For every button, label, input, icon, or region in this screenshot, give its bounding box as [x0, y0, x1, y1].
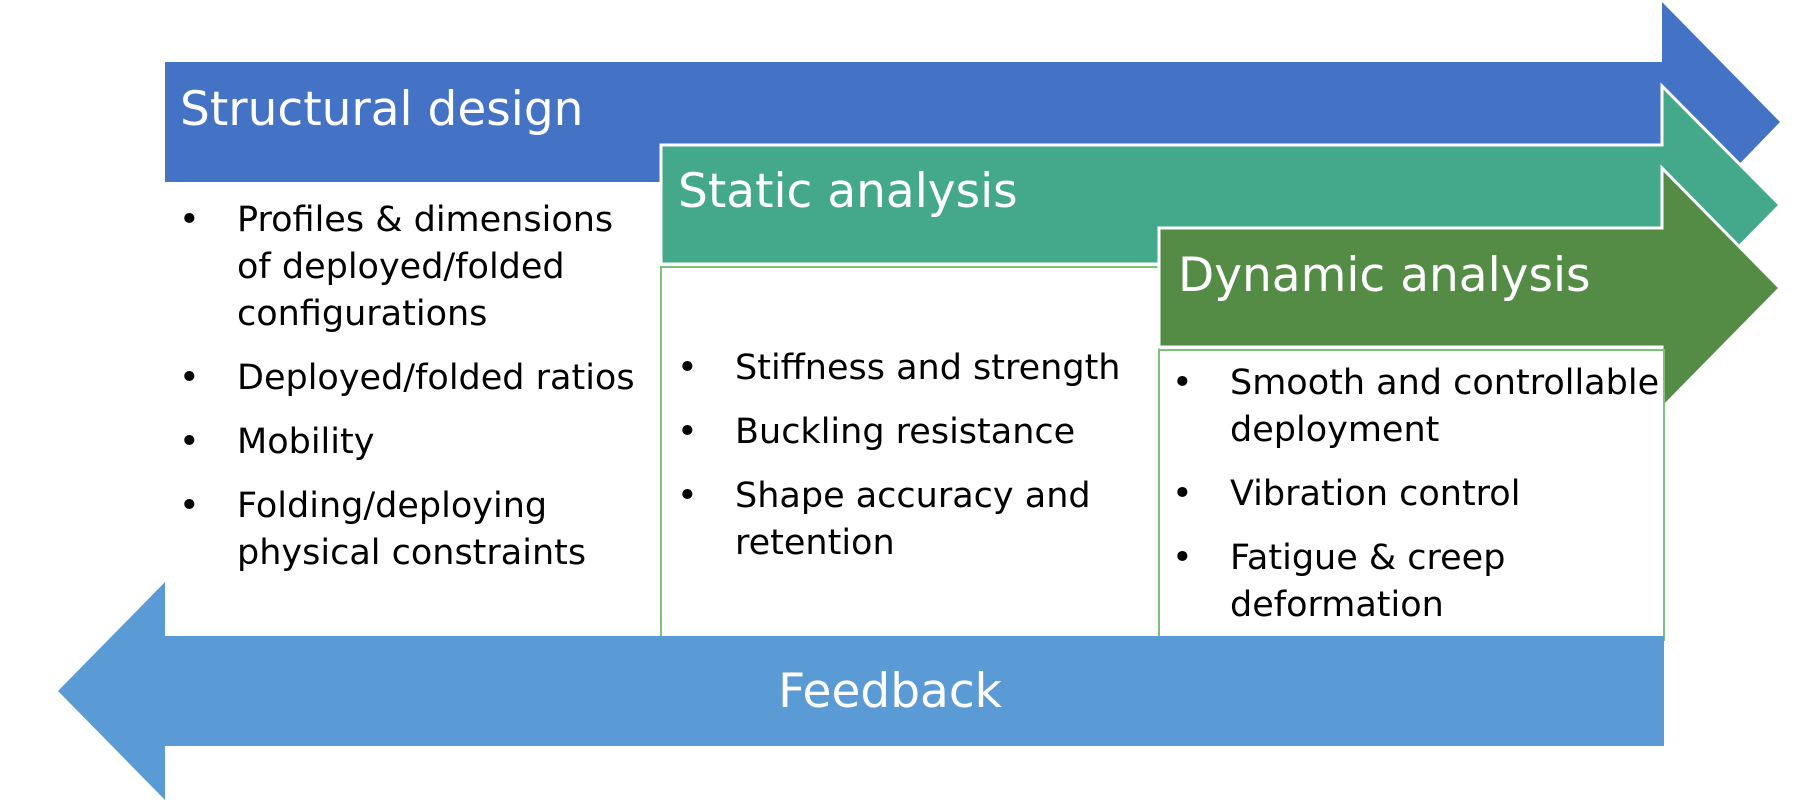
list-item: Shape accuracy and retention — [677, 473, 1147, 567]
list-item: Stiffness and strength — [677, 345, 1147, 392]
list-item: Profiles & dimensions of deployed/folded… — [179, 197, 654, 338]
list-item: Deployed/folded ratios — [179, 355, 654, 402]
list-item: Folding/deploying physical constraints — [179, 483, 654, 577]
dynamic-analysis-list: Smooth and controllable deployment Vibra… — [1172, 360, 1662, 646]
dynamic-analysis-title: Dynamic analysis — [1178, 248, 1591, 303]
list-item: Buckling resistance — [677, 409, 1147, 456]
static-analysis-title: Static analysis — [678, 164, 1018, 219]
static-analysis-list: Stiffness and strength Buckling resistan… — [677, 345, 1147, 584]
list-item: Vibration control — [1172, 471, 1662, 518]
dynamic-analysis-arrow — [1157, 164, 1783, 412]
feedback-arrow — [58, 582, 1664, 800]
structural-design-arrow — [165, 2, 1780, 244]
list-item: Smooth and controllable deployment — [1172, 360, 1662, 454]
list-item: Fatigue & creep deformation — [1172, 535, 1662, 629]
list-item: Mobility — [179, 419, 654, 466]
structural-design-list: Profiles & dimensions of deployed/folded… — [179, 197, 654, 594]
structural-design-title: Structural design — [180, 82, 584, 137]
feedback-label: Feedback — [778, 664, 1002, 719]
